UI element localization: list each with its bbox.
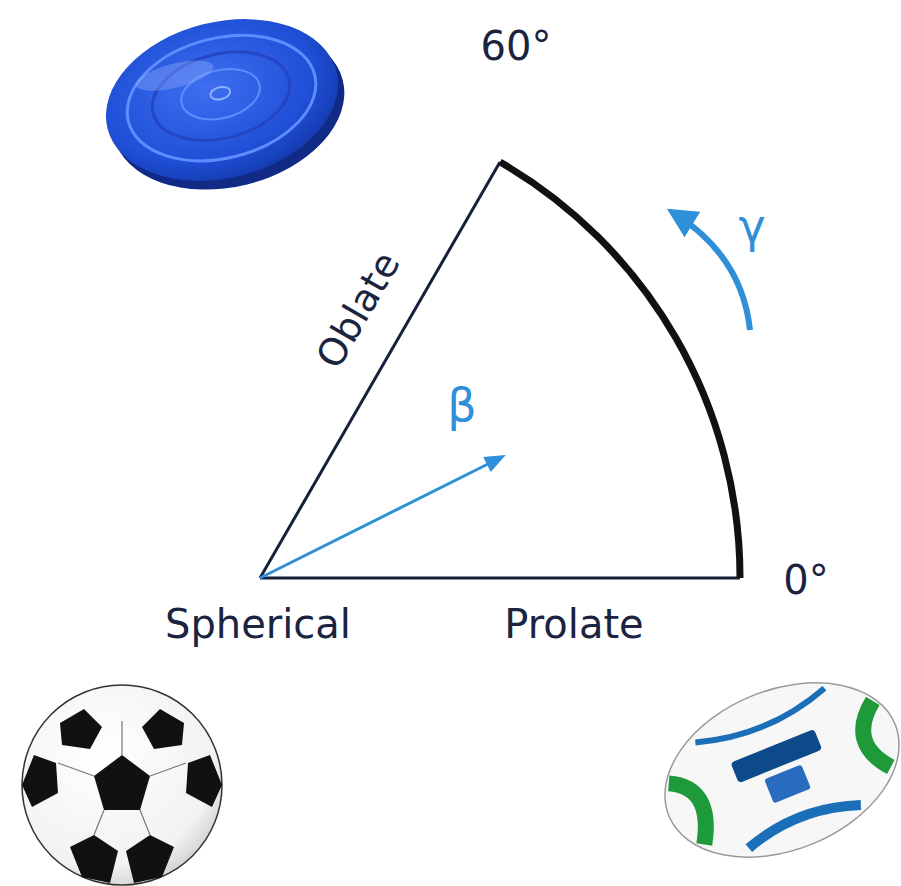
- deformation-symbol: β: [447, 382, 476, 428]
- soccer-ball-picture: [22, 685, 222, 885]
- angle-label: 0°: [783, 560, 828, 600]
- rugby-ball-picture: [639, 650, 901, 886]
- gamma-arrow: [672, 212, 750, 330]
- prolate-edge: [260, 577, 740, 580]
- beta-arrow: [260, 457, 502, 578]
- edge-label: Oblate: [310, 246, 406, 374]
- oblate-edge: [260, 162, 500, 578]
- gamma-arc: [500, 162, 740, 578]
- shape-label: Spherical: [165, 604, 351, 644]
- edge-label: Prolate: [504, 604, 643, 644]
- sector-outline: [260, 162, 740, 578]
- frisbee-picture: [89, 0, 362, 214]
- angle-label: 60°: [481, 26, 552, 66]
- angle-symbol: γ: [738, 203, 765, 249]
